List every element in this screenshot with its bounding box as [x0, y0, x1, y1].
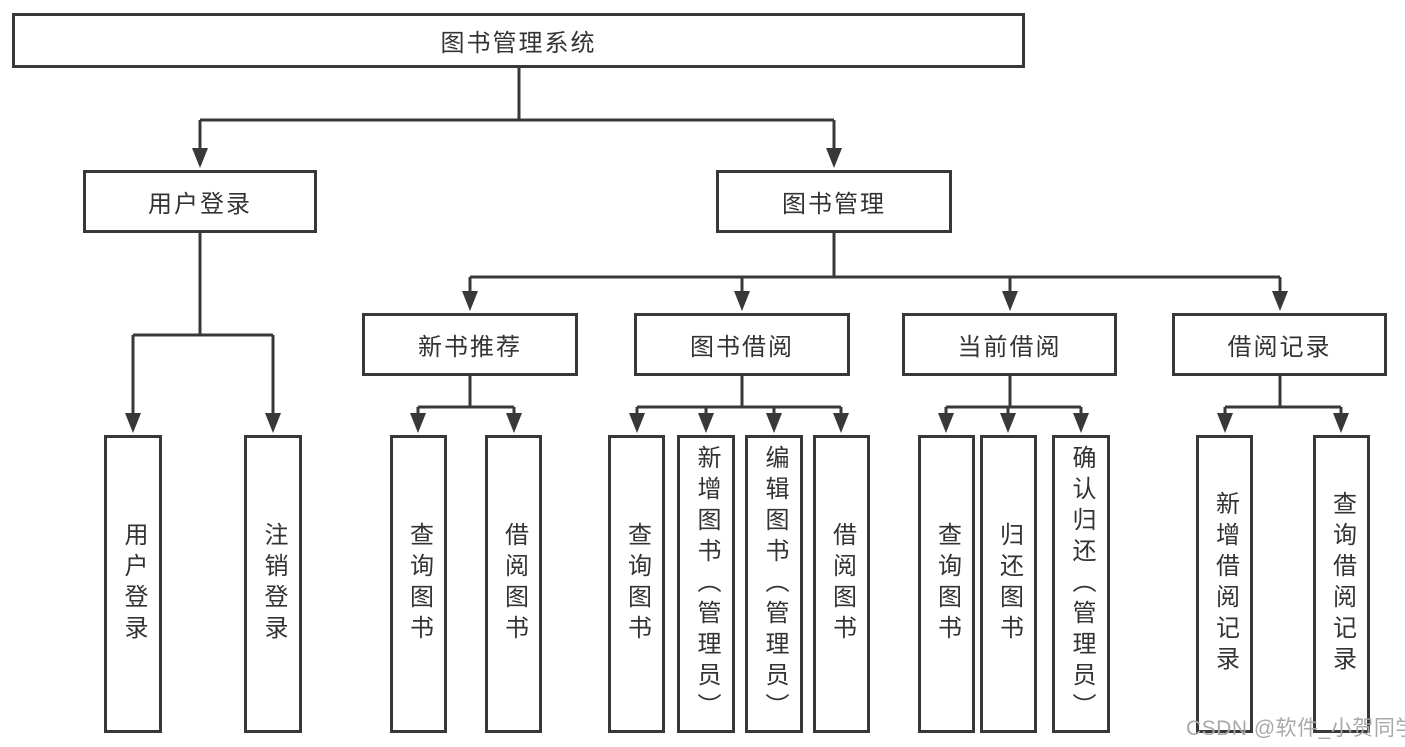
- node-borrow-query-book: 查询图书: [608, 435, 665, 733]
- node-recommend-query-book: 查询图书: [390, 435, 447, 733]
- node-new-book-recommendation: 新书推荐: [362, 313, 578, 376]
- node-logout-action: 注销登录: [244, 435, 302, 733]
- node-label: 注销登录: [260, 522, 287, 646]
- node-book-management: 图书管理: [716, 170, 952, 233]
- node-label: 归还图书: [995, 522, 1023, 646]
- node-label: 新增图书（管理员）: [693, 444, 720, 724]
- node-current-borrowing: 当前借阅: [902, 313, 1117, 376]
- connector-lines: [131, 68, 1343, 415]
- node-label: 用户登录: [120, 522, 147, 646]
- node-label: 查询借阅记录: [1328, 491, 1356, 677]
- node-label: 借阅记录: [1227, 334, 1332, 361]
- node-library-management-system: 图书管理系统: [12, 13, 1025, 68]
- node-current-return-book: 归还图书: [980, 435, 1037, 733]
- node-current-query-book: 查询图书: [918, 435, 975, 733]
- connector-arrowheads: [125, 148, 1349, 433]
- node-borrowing-records: 借阅记录: [1172, 313, 1387, 376]
- node-label: 查询图书: [405, 522, 433, 646]
- node-current-confirm-return-admin: 确认归还（管理员）: [1052, 435, 1110, 733]
- node-label: 借阅图书: [500, 522, 528, 646]
- node-recommend-borrow-book: 借阅图书: [485, 435, 542, 733]
- node-label: 新书推荐: [418, 334, 522, 361]
- node-label: 图书管理系统: [440, 30, 597, 57]
- node-label: 新增借阅记录: [1211, 491, 1239, 677]
- node-records-query-record: 查询借阅记录: [1313, 435, 1370, 733]
- node-label: 当前借阅: [957, 334, 1062, 361]
- node-label: 图书借阅: [690, 334, 794, 361]
- node-label: 用户登录: [148, 191, 252, 218]
- csdn-watermark: CSDN @软件_小贺同学: [1186, 717, 1405, 740]
- node-borrow-edit-book-admin: 编辑图书（管理员）: [745, 435, 803, 733]
- node-label: 编辑图书（管理员）: [761, 444, 788, 724]
- node-user-login: 用户登录: [83, 170, 317, 233]
- node-label: 确认归还（管理员）: [1068, 444, 1095, 724]
- node-records-add-record: 新增借阅记录: [1196, 435, 1253, 733]
- node-label: 借阅图书: [828, 522, 856, 646]
- node-book-borrowing: 图书借阅: [634, 313, 850, 376]
- node-borrow-add-book-admin: 新增图书（管理员）: [677, 435, 735, 733]
- node-label: 查询图书: [933, 522, 961, 646]
- node-borrow-borrow-book: 借阅图书: [813, 435, 870, 733]
- node-label: 查询图书: [623, 522, 651, 646]
- node-label: 图书管理: [782, 191, 886, 218]
- node-user-login-action: 用户登录: [104, 435, 162, 733]
